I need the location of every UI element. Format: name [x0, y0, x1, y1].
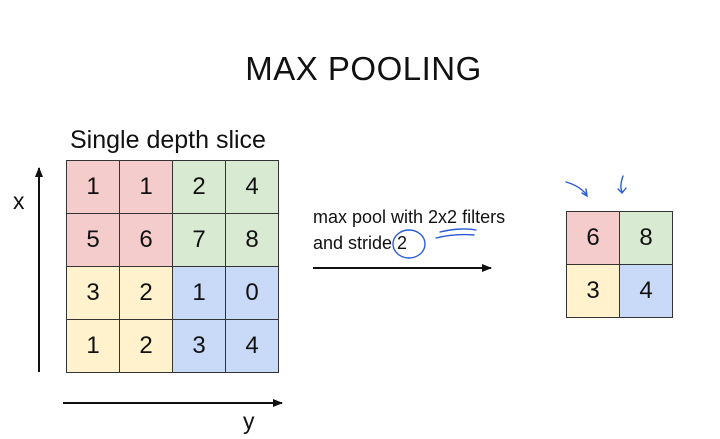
- ink-circle: [392, 229, 426, 259]
- input-grid: 1 1 2 4 5 6 7 8 3 2 1 0 1 2 3 4: [66, 160, 279, 373]
- input-cell: 1: [172, 266, 226, 320]
- input-cell: 2: [119, 319, 173, 373]
- output-grid: 6 8 3 4: [566, 211, 673, 318]
- ink-check-mark: [620, 175, 624, 193]
- ink-underline: [439, 228, 477, 233]
- output-grid-row: 3 4: [566, 264, 673, 318]
- ink-underline: [435, 233, 475, 239]
- output-grid-row: 6 8: [566, 211, 673, 265]
- y-axis-label: y: [243, 408, 255, 434]
- input-cell: 8: [225, 213, 279, 267]
- input-grid-row: 1 2 3 4: [66, 319, 279, 373]
- input-cell: 6: [119, 213, 173, 267]
- input-cell: 5: [66, 213, 120, 267]
- output-cell: 8: [619, 211, 673, 265]
- input-grid-row: 3 2 1 0: [66, 266, 279, 320]
- x-axis-label: x: [13, 188, 25, 214]
- input-cell: 2: [119, 266, 173, 320]
- input-cell: 4: [225, 319, 279, 373]
- output-cell: 6: [566, 211, 620, 265]
- input-cell: 2: [172, 160, 226, 214]
- ink-check-mark: [581, 188, 588, 198]
- pooling-description: max pool with 2x2 filters and stride 2: [313, 204, 505, 256]
- input-cell: 3: [66, 266, 120, 320]
- input-cell: 1: [66, 319, 120, 373]
- ink-check-mark: [565, 181, 587, 195]
- input-cell: 0: [225, 266, 279, 320]
- depth-slice-label: Single depth slice: [70, 126, 266, 154]
- input-grid-row: 1 1 2 4: [66, 160, 279, 214]
- input-cell: 1: [119, 160, 173, 214]
- description-line-1: max pool with 2x2 filters: [313, 207, 506, 227]
- handwritten-annotations: [392, 175, 627, 259]
- diagram-title: MAX POOLING: [245, 50, 482, 87]
- input-cell: 3: [172, 319, 226, 373]
- ink-check-mark: [617, 187, 627, 195]
- input-cell: 4: [225, 160, 279, 214]
- output-cell: 4: [619, 264, 673, 318]
- input-grid-row: 5 6 7 8: [66, 213, 279, 267]
- description-line-2: and stride 2: [313, 233, 408, 253]
